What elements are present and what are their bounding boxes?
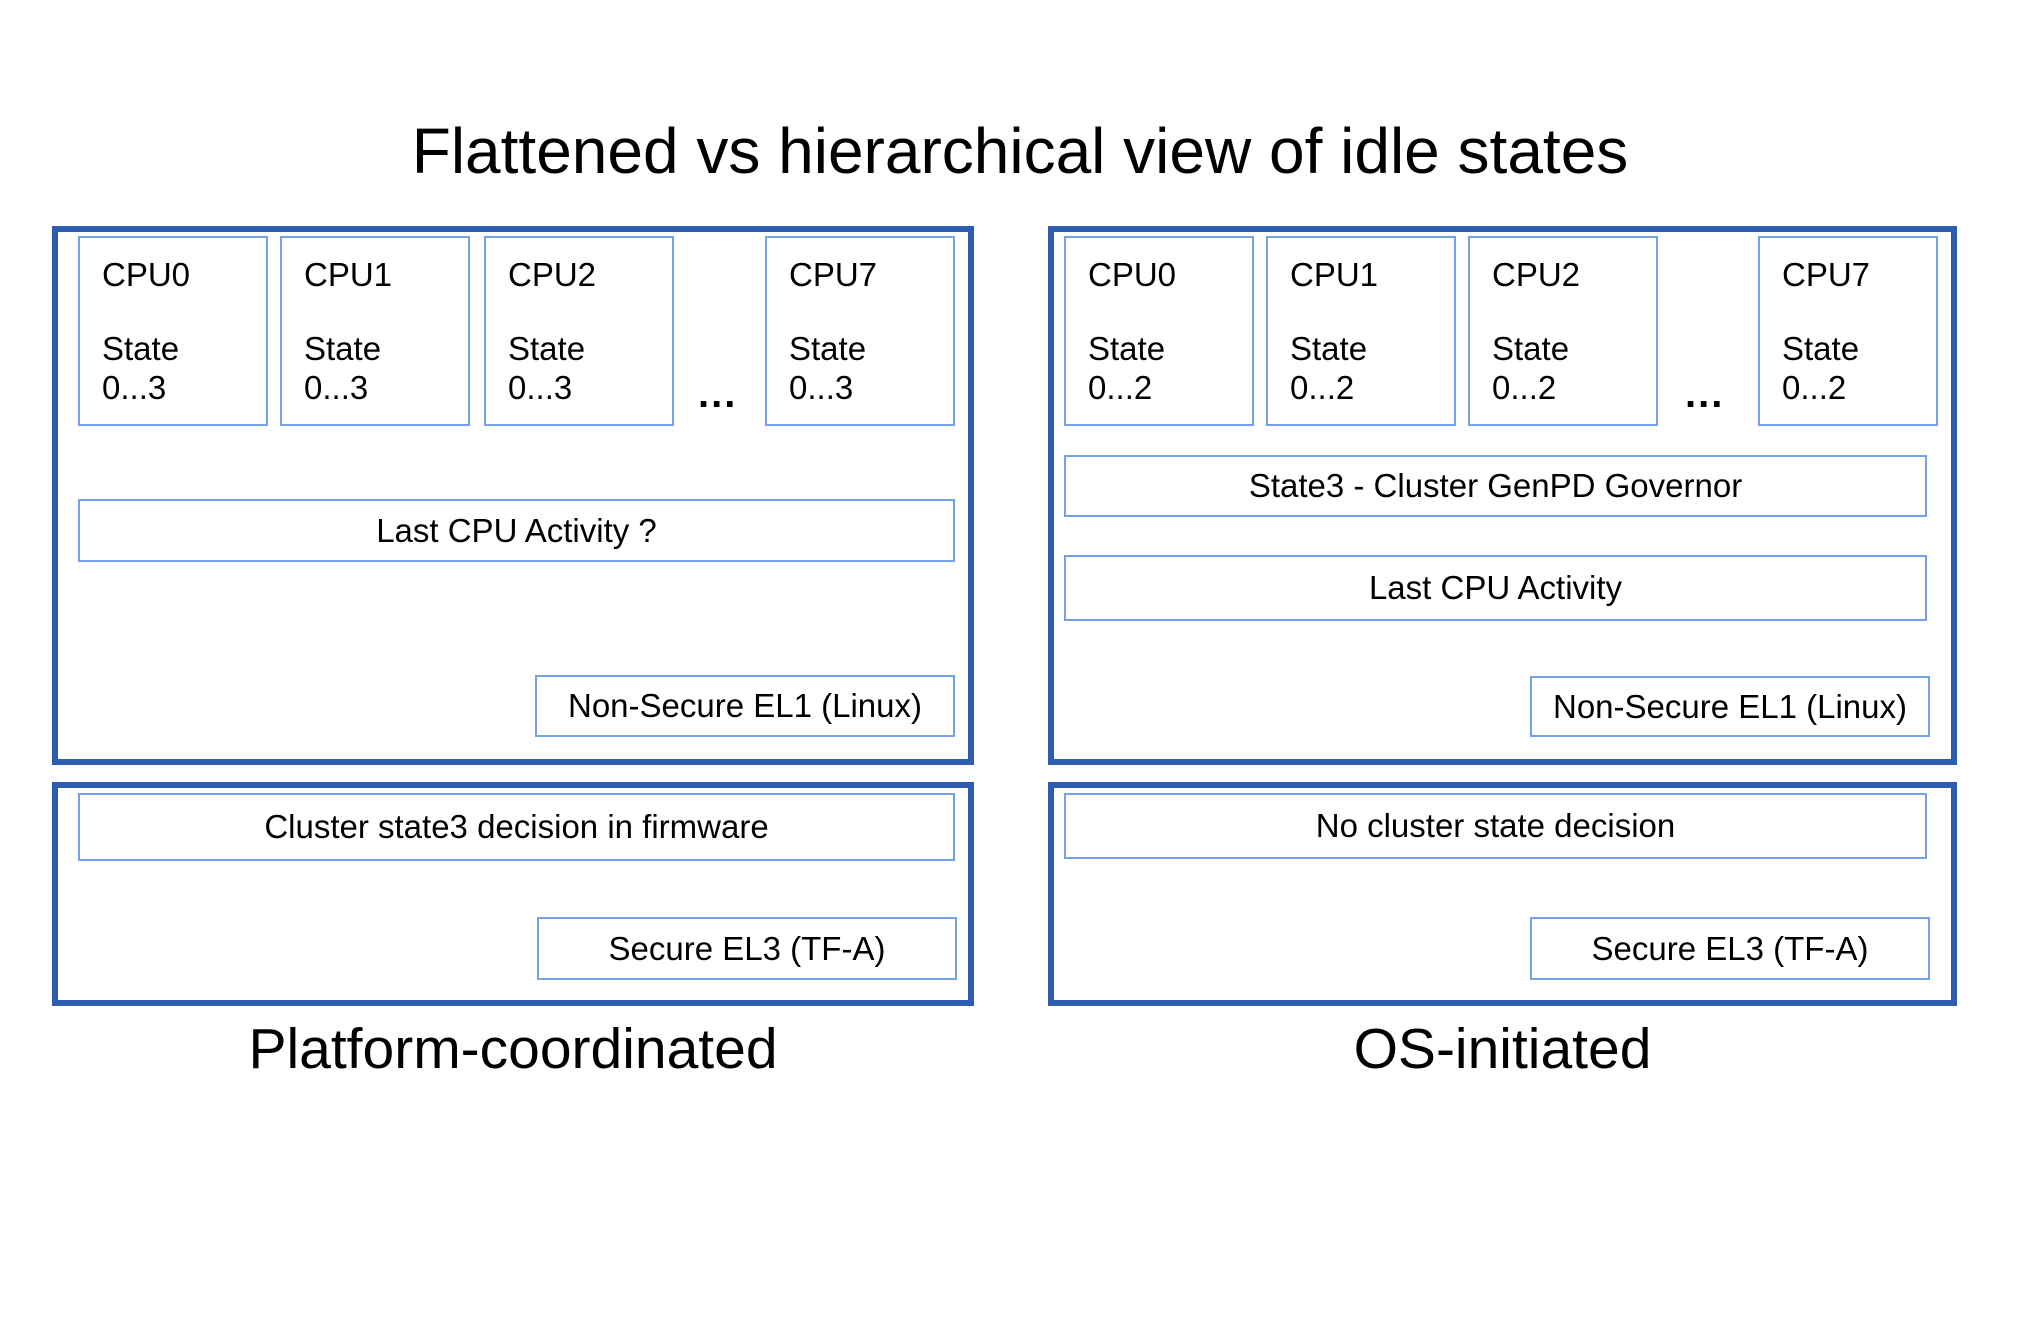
cpu-state-values: 0...3	[789, 369, 854, 407]
cpu-label: CPU1	[304, 256, 393, 293]
cpu-state-word: State	[789, 330, 867, 368]
cpu-state-values: 0...3	[304, 369, 369, 407]
right-panel-label: OS-initiated	[1353, 1017, 1652, 1081]
left-panel-label: Platform-coordinated	[248, 1017, 778, 1081]
cpu-label: CPU7	[1782, 256, 1871, 293]
left-secure-el3-box: Secure EL3 (TF-A)	[537, 917, 957, 980]
cpu-label: CPU0	[1088, 256, 1177, 293]
cpu-label: CPU2	[1492, 256, 1581, 293]
right-cpu2-box: CPU2 State 0...2	[1468, 236, 1658, 426]
page-title: Flattened vs hierarchical view of idle s…	[411, 115, 1629, 187]
left-cpu-ellipsis: ...	[698, 372, 738, 416]
left-last-cpu-activity-box: Last CPU Activity ?	[78, 499, 955, 562]
left-nonsecure-el1-box: Non-Secure EL1 (Linux)	[535, 675, 955, 737]
right-cpu7-box: CPU7 State 0...2	[1758, 236, 1938, 426]
left-cpu1-box: CPU1 State 0...3	[280, 236, 470, 426]
right-cpu-ellipsis: ...	[1685, 372, 1725, 416]
right-cpu1-box: CPU1 State 0...2	[1266, 236, 1456, 426]
right-cpu0-box: CPU0 State 0...2	[1064, 236, 1254, 426]
cpu-state-word: State	[304, 330, 382, 368]
left-cpu2-box: CPU2 State 0...3	[484, 236, 674, 426]
cpu-label: CPU2	[508, 256, 597, 293]
right-cluster-decision-box: No cluster state decision	[1064, 793, 1927, 859]
cpu-state-range: State 0...2	[1290, 330, 1367, 408]
cpu-state-word: State	[1782, 330, 1860, 368]
right-secure-el3-box: Secure EL3 (TF-A)	[1530, 917, 1930, 980]
left-cpu0-box: CPU0 State 0...3	[78, 236, 268, 426]
cpu-state-values: 0...2	[1088, 369, 1153, 407]
right-nonsecure-el1-box: Non-Secure EL1 (Linux)	[1530, 676, 1930, 737]
left-cpu7-box: CPU7 State 0...3	[765, 236, 955, 426]
cpu-state-range: State 0...3	[102, 330, 179, 408]
cpu-state-word: State	[1492, 330, 1570, 368]
left-cluster-decision-box: Cluster state3 decision in firmware	[78, 793, 955, 861]
cpu-state-values: 0...3	[508, 369, 573, 407]
cpu-label: CPU1	[1290, 256, 1379, 293]
right-genpd-governor-box: State3 - Cluster GenPD Governor	[1064, 455, 1927, 517]
cpu-state-range: State 0...3	[304, 330, 381, 408]
cpu-state-word: State	[508, 330, 586, 368]
cpu-state-word: State	[102, 330, 180, 368]
cpu-state-range: State 0...3	[508, 330, 585, 408]
cpu-label: CPU0	[102, 256, 191, 293]
cpu-state-range: State 0...2	[1088, 330, 1165, 408]
cpu-state-values: 0...3	[102, 369, 167, 407]
cpu-state-range: State 0...2	[1492, 330, 1569, 408]
cpu-state-values: 0...2	[1782, 369, 1847, 407]
cpu-state-values: 0...2	[1290, 369, 1355, 407]
cpu-state-range: State 0...3	[789, 330, 866, 408]
cpu-state-range: State 0...2	[1782, 330, 1859, 408]
cpu-label: CPU7	[789, 256, 878, 293]
cpu-state-values: 0...2	[1492, 369, 1557, 407]
cpu-state-word: State	[1088, 330, 1166, 368]
right-last-cpu-activity-box: Last CPU Activity	[1064, 555, 1927, 621]
cpu-state-word: State	[1290, 330, 1368, 368]
